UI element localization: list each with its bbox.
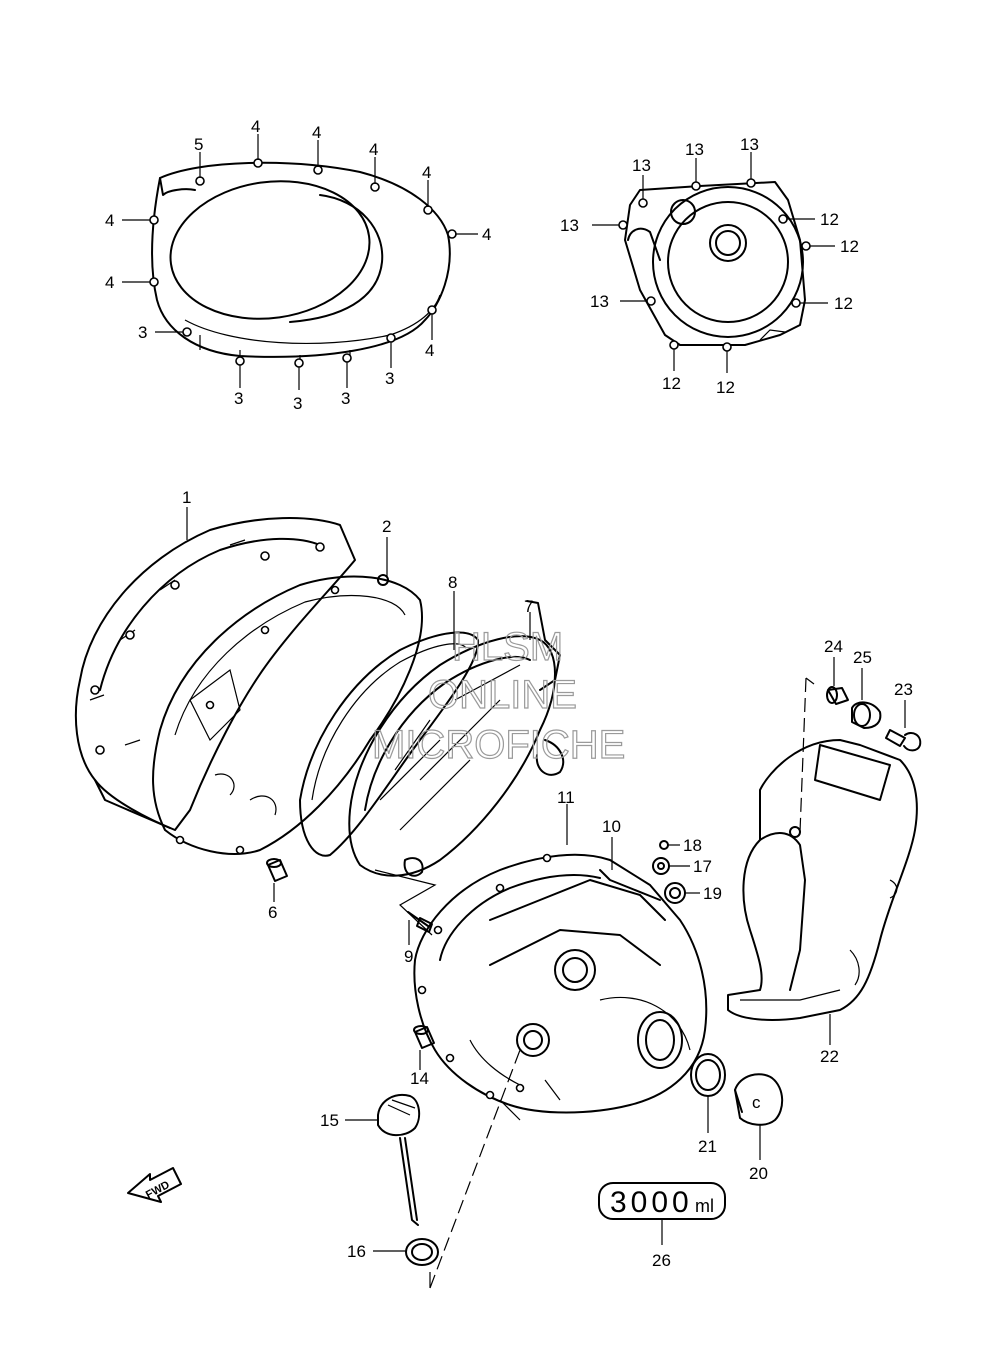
callout-22: 22 (820, 1047, 839, 1066)
callout-23: 23 (894, 680, 913, 699)
dowel-pin-6 (266, 858, 288, 882)
watermark: HLSM ONLINE MICROFICHE (371, 624, 626, 767)
engine-side-cover-22 (727, 739, 918, 1021)
callout-2: 2 (382, 517, 391, 536)
callout-4a: 4 (251, 117, 260, 136)
callout-13d: 13 (560, 216, 579, 235)
watermark-line-3: MICROFICHE (372, 723, 625, 767)
grommet-25 (851, 701, 882, 729)
callout-13e: 13 (590, 292, 609, 311)
callout-3c: 3 (341, 389, 350, 408)
o-ring-16 (405, 1238, 439, 1266)
callout-26: 26 (652, 1251, 671, 1270)
forward-direction-arrow: FWD (127, 1167, 182, 1203)
callout-5: 5 (194, 135, 203, 154)
crankcase-cover-10-11 (413, 853, 708, 1121)
callout-13a: 13 (632, 156, 651, 175)
callout-3a: 3 (138, 323, 147, 342)
leader-lines-right (799, 657, 906, 1045)
callout-4b: 4 (312, 123, 321, 142)
oil-capacity-unit: ml (695, 1196, 714, 1216)
callout-6: 6 (268, 903, 277, 922)
callout-4f: 4 (105, 273, 114, 292)
callout-12d: 12 (662, 374, 681, 393)
callout-13c: 13 (740, 135, 759, 154)
callout-4c: 4 (369, 140, 378, 159)
watermark-line-2: ONLINE (428, 673, 577, 717)
leader-lines-upper-assembly (186, 507, 531, 945)
bolt-23 (885, 729, 922, 752)
callout-17: 17 (693, 857, 712, 876)
magneto-cover-outer-view (624, 181, 806, 346)
watermark-line-1: HLSM (452, 625, 563, 669)
svg-text:c: c (752, 1093, 761, 1112)
callout-4d: 4 (422, 163, 431, 182)
callout-19: 19 (703, 884, 722, 903)
callout-8: 8 (448, 573, 457, 592)
callout-12c: 12 (834, 294, 853, 313)
callout-3d: 3 (293, 394, 302, 413)
callout-12e: 12 (716, 378, 735, 397)
magneto-cover-bolts (618, 178, 811, 352)
leader-lines-lower-assembly (345, 804, 761, 1252)
callout-9: 9 (404, 947, 413, 966)
callout-1: 1 (182, 488, 191, 507)
callout-15: 15 (320, 1111, 339, 1130)
callout-11: 11 (557, 788, 575, 807)
oil-capacity-badge: 3000 ml (598, 1182, 726, 1245)
callout-labels: 4 4 4 4 5 4 4 4 3 4 3 3 3 3 13 13 13 12 … (105, 117, 913, 1270)
callout-21: 21 (698, 1137, 717, 1156)
callout-10: 10 (602, 817, 621, 836)
callout-16: 16 (347, 1242, 366, 1261)
clutch-plate-7 (348, 600, 565, 877)
gasket-2 (152, 574, 423, 855)
crankcase-cover-1 (74, 517, 356, 831)
dash-line-dipstick (429, 1049, 521, 1289)
clutch-cover-outer-view (151, 161, 451, 365)
dowel-pin-14 (413, 1025, 435, 1049)
callout-4h: 4 (425, 341, 434, 360)
callout-20: 20 (749, 1164, 768, 1183)
callout-4e: 4 (105, 211, 114, 230)
gasket-8 (299, 631, 480, 857)
callout-12b: 12 (840, 237, 859, 256)
callout-12a: 12 (820, 210, 839, 229)
callout-7: 7 (524, 597, 533, 616)
bolt-9 (374, 869, 437, 936)
callout-4g: 4 (482, 225, 491, 244)
callout-18: 18 (683, 836, 702, 855)
callout-24: 24 (824, 637, 843, 656)
oil-capacity-amount: 3000 (610, 1186, 693, 1219)
magneto-cover-leader-lines (592, 152, 835, 373)
fwd-label: FWD (144, 1179, 172, 1201)
callout-3b: 3 (385, 369, 394, 388)
o-ring-21 (690, 1053, 726, 1097)
callout-14: 14 (410, 1069, 429, 1088)
callout-25: 25 (853, 648, 872, 667)
oil-dipstick-15 (377, 1094, 421, 1226)
callout-13b: 13 (685, 140, 704, 159)
plug-20: c (734, 1073, 784, 1126)
callout-3e: 3 (234, 389, 243, 408)
clutch-cover-leader-lines (122, 134, 478, 390)
bolt-24 (826, 686, 849, 705)
